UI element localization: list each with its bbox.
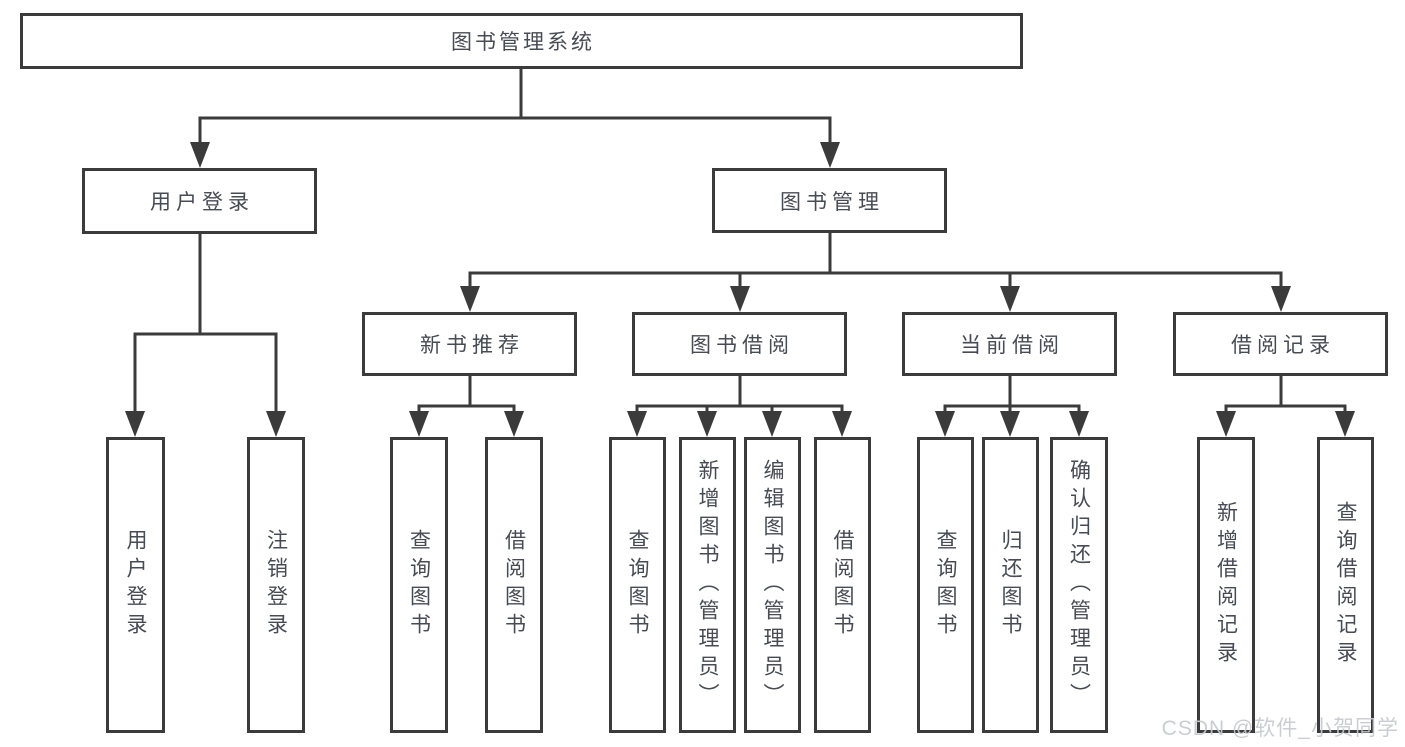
leaf-borrow-book: 借阅图书 xyxy=(814,437,871,733)
node-label: 图书管理系统 xyxy=(451,31,595,54)
leaf-logout: 注销登录 xyxy=(247,437,305,733)
node-label: 用户登录 xyxy=(150,191,254,214)
node-label: 新书推荐 xyxy=(420,334,524,357)
leaf-query-books-recommend: 查询图书 xyxy=(390,437,448,733)
node-label: 借阅记录 xyxy=(1231,334,1335,357)
node-book-borrow: 图书借阅 xyxy=(632,312,847,376)
node-label: 当前借阅 xyxy=(960,334,1064,357)
node-user-login-branch: 用户登录 xyxy=(82,168,317,234)
node-label: 新增图书（管理员） xyxy=(696,459,719,711)
leaf-confirm-return-admin: 确认归还（管理员） xyxy=(1050,437,1108,733)
leaf-user-login: 用户登录 xyxy=(106,437,165,733)
node-label: 归还图书 xyxy=(999,529,1022,641)
node-book-management: 图书管理 xyxy=(712,168,947,233)
leaf-borrow-books-recommend: 借阅图书 xyxy=(485,437,543,733)
node-label: 注销登录 xyxy=(264,529,288,641)
leaf-query-books-current: 查询图书 xyxy=(917,437,974,733)
arrowheads xyxy=(125,142,1355,437)
leaf-return-book: 归还图书 xyxy=(982,437,1039,733)
node-label: 借阅图书 xyxy=(502,529,526,641)
leaf-add-book-admin: 新增图书（管理员） xyxy=(679,437,736,733)
node-label: 查询图书 xyxy=(407,529,431,641)
node-label: 图书管理 xyxy=(780,190,884,214)
node-label: 图书借阅 xyxy=(690,334,794,357)
node-borrow-record: 借阅记录 xyxy=(1173,312,1388,376)
node-current-borrow: 当前借阅 xyxy=(902,312,1117,376)
leaf-edit-book-admin: 编辑图书（管理员） xyxy=(744,437,801,733)
node-label: 查询图书 xyxy=(934,529,957,641)
node-label: 用户登录 xyxy=(124,529,147,641)
node-new-book-recommend: 新书推荐 xyxy=(362,312,577,376)
node-label: 新增借阅记录 xyxy=(1214,501,1238,669)
node-label: 编辑图书（管理员） xyxy=(761,459,784,711)
node-root-library-system: 图书管理系统 xyxy=(20,13,1023,69)
leaf-add-borrow-record: 新增借阅记录 xyxy=(1197,437,1255,733)
node-label: 查询借阅记录 xyxy=(1334,501,1357,669)
node-label: 借阅图书 xyxy=(831,529,854,641)
node-label: 确认归还（管理员） xyxy=(1067,459,1091,711)
leaf-query-books-borrow: 查询图书 xyxy=(609,437,666,733)
leaf-query-borrow-record: 查询借阅记录 xyxy=(1317,437,1374,733)
node-label: 查询图书 xyxy=(626,529,649,641)
